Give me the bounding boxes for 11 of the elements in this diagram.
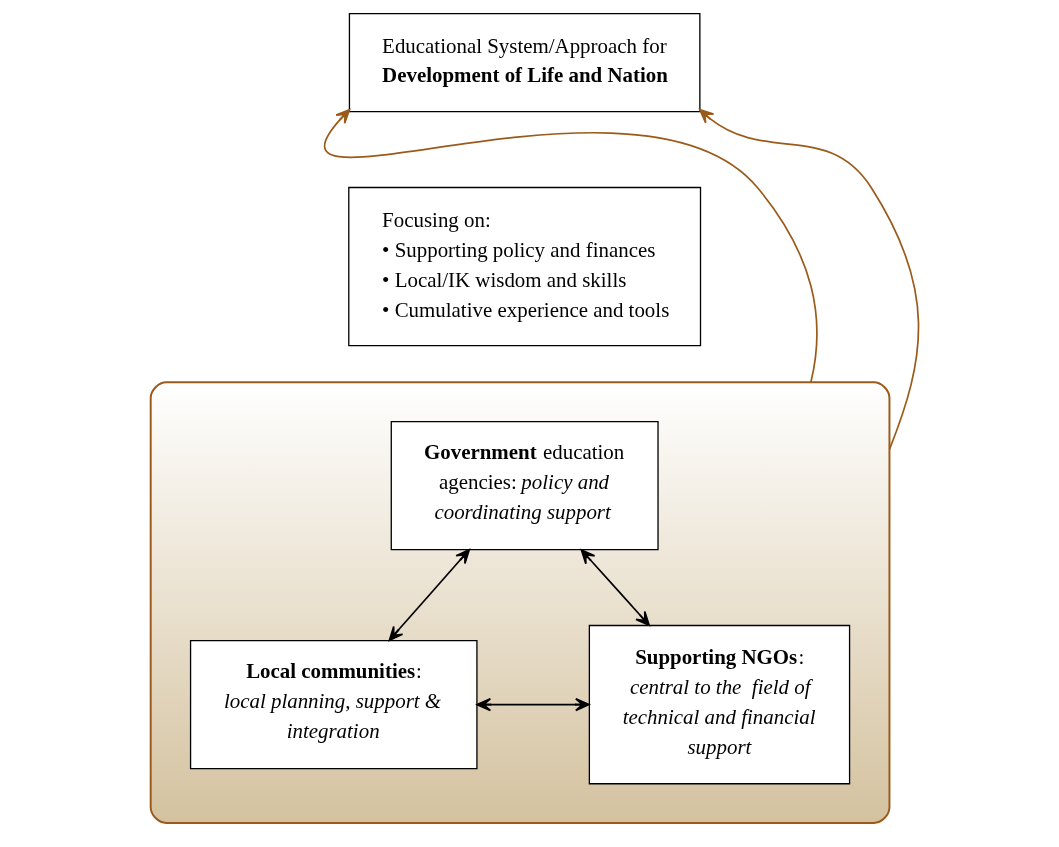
arrow bbox=[580, 549, 650, 627]
arrow bbox=[388, 548, 471, 641]
node-box: Supporting NGOs: central to the field of technical and financial support bbox=[588, 624, 851, 785]
node-box: Government education agencies: policy and coordinating support bbox=[390, 420, 659, 551]
arrow bbox=[476, 697, 590, 712]
node-box: Educational System/Approach for Development of Life and Nation bbox=[348, 12, 701, 113]
arrow bbox=[324, 108, 818, 384]
arrow bbox=[699, 108, 920, 451]
cluster bbox=[149, 381, 891, 824]
node-box: Local communities: local planning, support & integration bbox=[189, 639, 478, 770]
node-box: Focusing on: • Supporting policy and finances • Local/IK wisdom and skills • Cumulative experience and tools bbox=[348, 186, 702, 347]
